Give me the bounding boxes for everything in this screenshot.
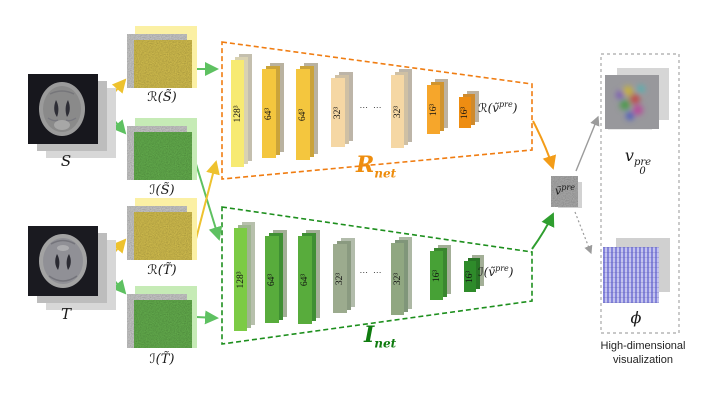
inet-ellipsis: … … — [359, 265, 383, 275]
inet-bar-4: 32³ — [333, 244, 347, 313]
source-label: S — [60, 152, 72, 170]
bar-label: 128³ — [235, 270, 246, 289]
bar-label: 32³ — [392, 272, 403, 286]
inet-bar-3: 64³ — [298, 236, 312, 324]
rnet-bar-2: 64³ — [262, 69, 276, 158]
green-noise — [134, 132, 192, 180]
source-image-stack — [28, 74, 120, 166]
rnet-ellipsis: … … — [359, 100, 383, 110]
rnet-bar-6: 16³ — [427, 85, 440, 134]
target-image-stack — [28, 226, 120, 318]
bar-label: 128³ — [232, 104, 243, 123]
bar-label: 32³ — [333, 106, 343, 119]
rnet-bar-7: 16³ — [459, 97, 471, 128]
target-label: T — [60, 305, 71, 323]
inet-output-label: ℐ(ṽpre) — [478, 264, 514, 279]
vpre-noise — [551, 176, 578, 207]
phi-grid-image — [603, 247, 659, 303]
phi-image-stack — [602, 236, 674, 306]
rnet-output-label: ℛ(ṽpre) — [478, 100, 518, 115]
inet-bar-2: 64³ — [265, 236, 279, 323]
bar-label: 16³ — [465, 270, 475, 283]
rnet-bar-3: 64³ — [296, 69, 310, 160]
rnet-bar-4: 32³ — [331, 78, 345, 147]
arrow-vpre-to-v0 — [575, 115, 600, 172]
brain-mri-s — [28, 74, 98, 144]
real-s-label: ℛ(S̃) — [147, 90, 177, 105]
rnet-dashed-trapezoid — [221, 41, 533, 180]
inet-bar-5: 32³ — [391, 243, 404, 315]
green-noise — [134, 300, 192, 348]
real-t-label: ℛ(T̃) — [147, 263, 177, 278]
high-dim-panel-border — [600, 53, 680, 334]
rnet-bar-1: 128³ — [231, 60, 244, 167]
arrow-inet-to-vpre — [531, 212, 555, 250]
real-t-tile — [127, 198, 197, 262]
v0-visualization — [605, 75, 659, 129]
inet-bar-7: 16³ — [464, 261, 476, 292]
brain-mri-t — [28, 226, 98, 296]
inet-bar-6: 16³ — [430, 251, 443, 300]
bar-label: 32³ — [335, 272, 345, 285]
imag-t-label: ℐ(T̃) — [149, 352, 175, 367]
inet-name: Inet — [364, 322, 397, 351]
bar-label: 32³ — [392, 105, 403, 118]
bar-label: 64³ — [267, 273, 277, 286]
bar-label: 16³ — [431, 269, 442, 282]
yellow-noise — [134, 40, 192, 88]
bar-label: 64³ — [264, 107, 274, 120]
arrow-vpre-to-phi — [574, 211, 593, 255]
yellow-noise — [134, 212, 192, 260]
phi-label: ϕ — [630, 308, 642, 327]
high-dim-caption: High-dimensional visualization — [600, 340, 686, 367]
bar-label: 16³ — [460, 106, 470, 119]
imag-t-tile — [127, 286, 197, 350]
inet-bar-1: 128³ — [234, 228, 247, 331]
rnet-bar-5: 32³ — [391, 75, 404, 148]
arrow-imag-t-to-inet — [195, 310, 219, 325]
imag-s-label: ℐ(S̃) — [149, 183, 175, 198]
arrow-rnet-to-vpre — [532, 120, 557, 170]
vpre-label: ṽpre — [555, 183, 575, 198]
rnet-name: Rnet — [356, 152, 397, 181]
bar-label: 64³ — [298, 108, 308, 121]
inet-dashed-trapezoid — [221, 206, 533, 345]
real-s-tile — [127, 26, 197, 90]
bar-label: 64³ — [300, 273, 310, 287]
arrow-imag-s-to-inet — [195, 163, 223, 241]
arrow-real-t-to-rnet — [195, 160, 220, 240]
vpre-node: ṽpre — [551, 175, 587, 213]
imag-s-tile — [127, 118, 197, 182]
bar-label: 16³ — [428, 103, 439, 116]
v0-image-stack — [604, 66, 674, 134]
